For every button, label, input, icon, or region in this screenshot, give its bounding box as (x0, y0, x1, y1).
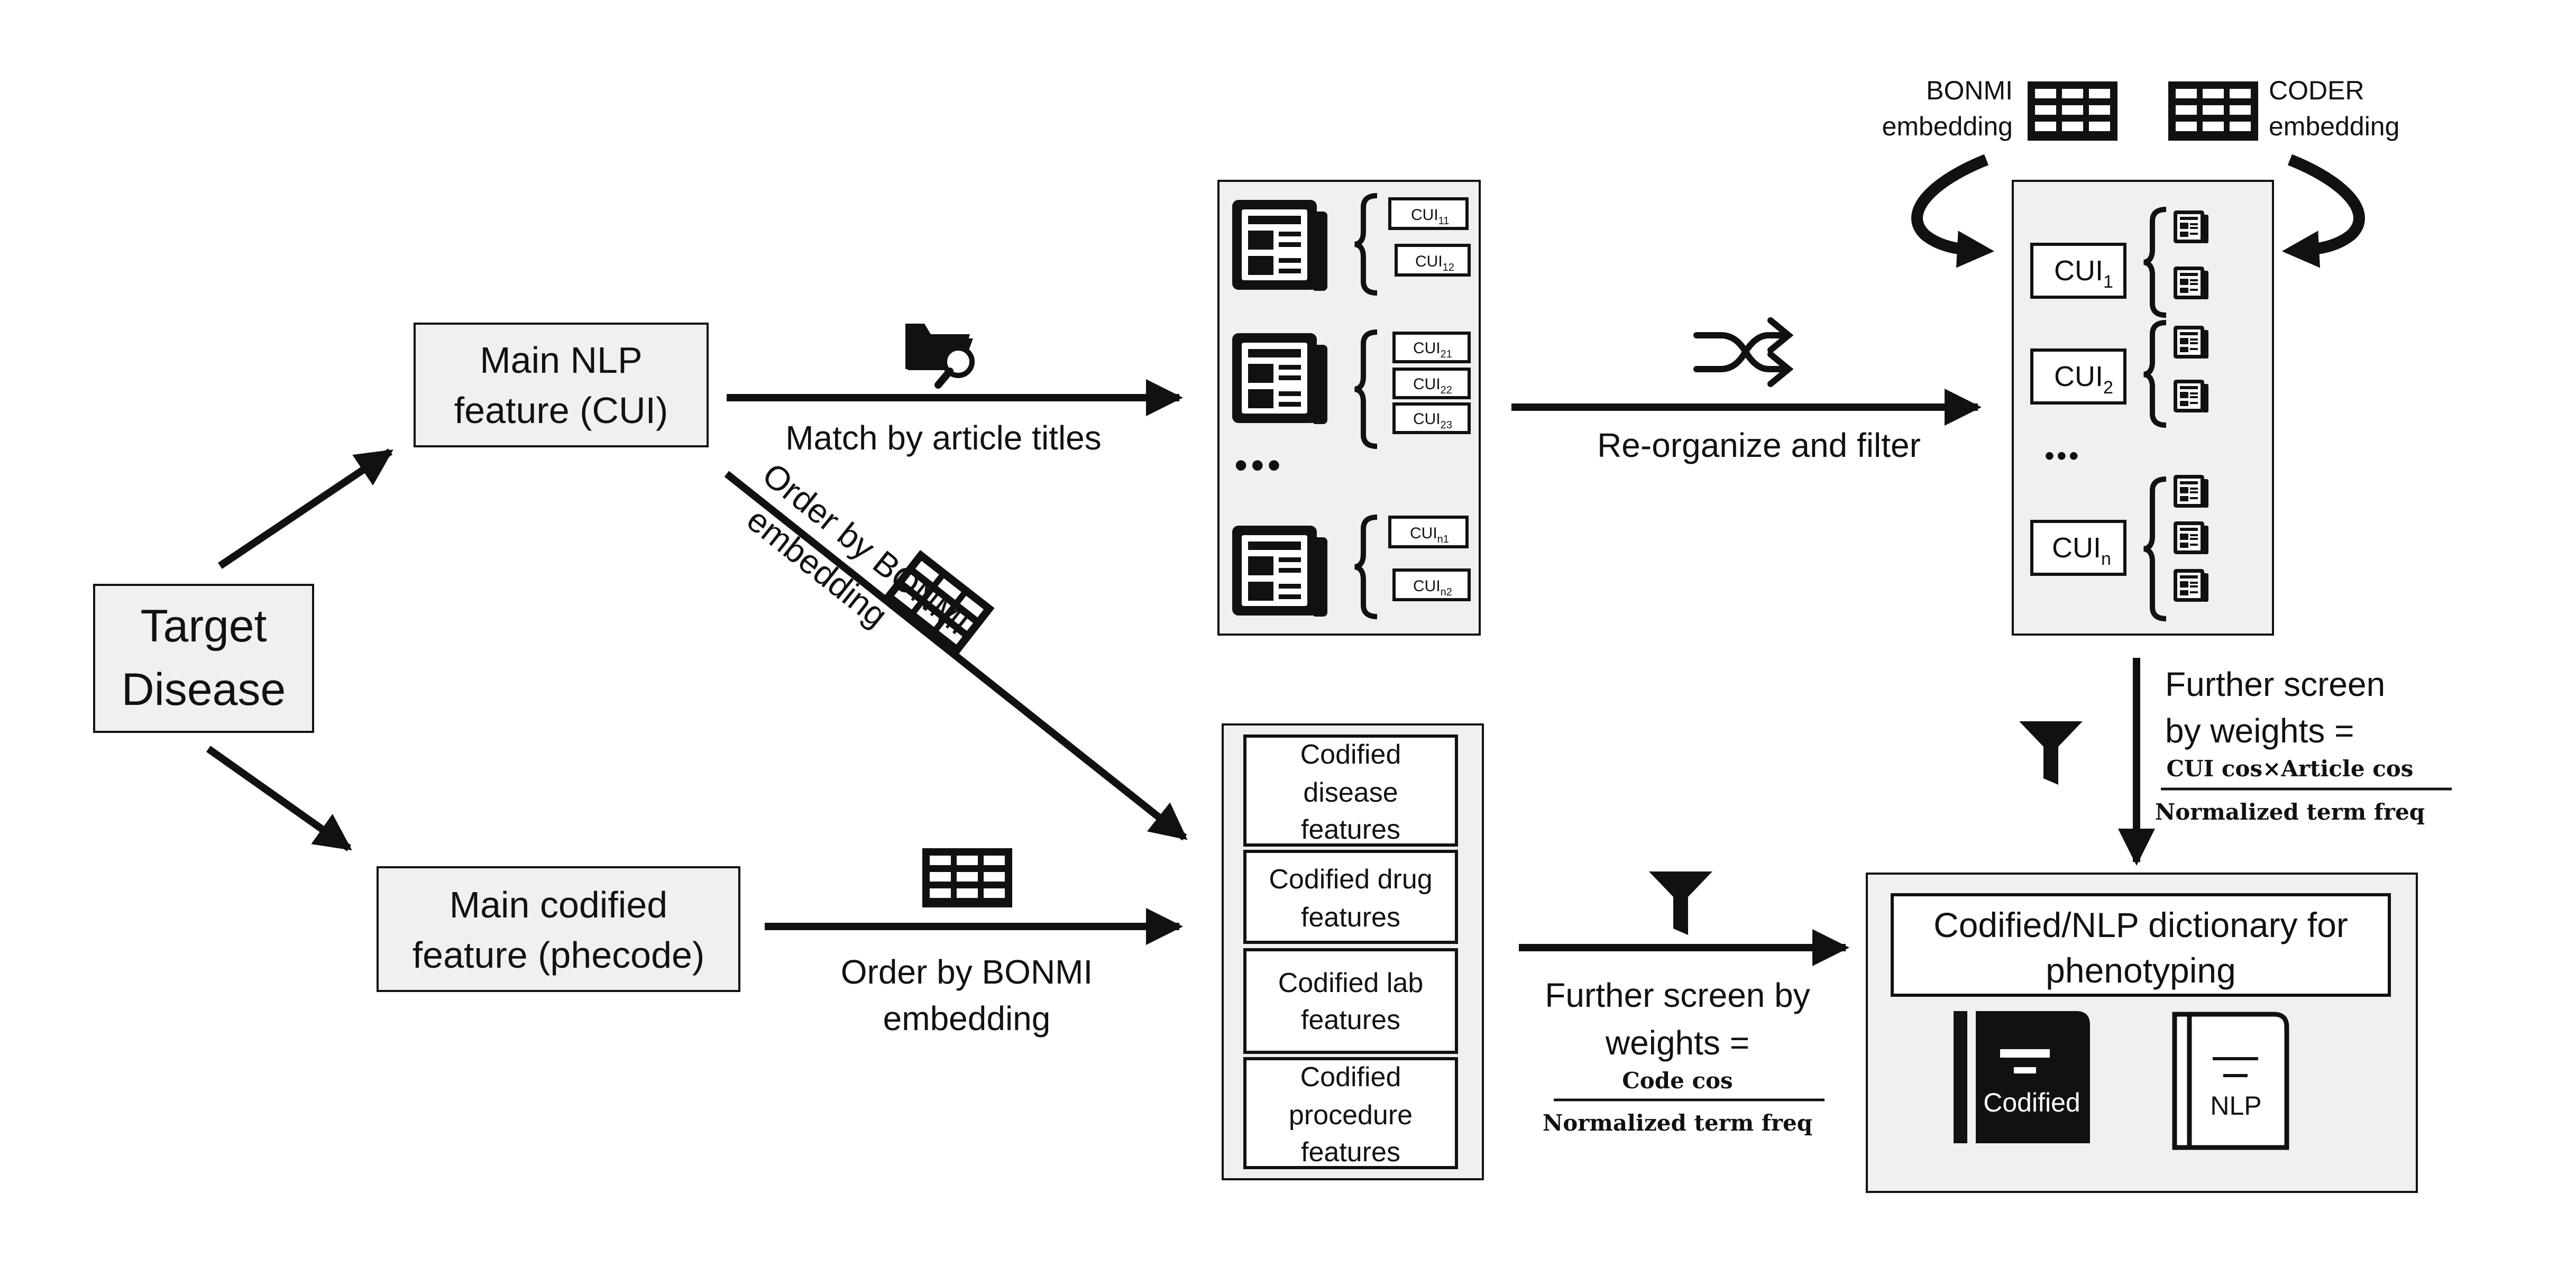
main-codified-line-1: Main codified (450, 884, 667, 925)
codified-disease-box (1243, 735, 1458, 847)
cui-label-box (1392, 568, 1471, 601)
book-nlp-label: NLP (2210, 1091, 2261, 1121)
arrow-target-to-codified (206, 746, 352, 851)
cui-label: CUI11 (1411, 206, 1449, 227)
main-codified-line-2: feature (phecode) (412, 934, 705, 976)
document-icon (2174, 380, 2208, 412)
document-icon (2174, 326, 2208, 359)
codified-lab-box (1243, 948, 1458, 1054)
newspaper-icon (1232, 200, 1327, 291)
dictionary-title-line-1: Codified/NLP dictionary for (1933, 905, 2348, 944)
curved-arrow-coder (2281, 154, 2365, 268)
cui-label: CUIn1 (1410, 525, 1449, 545)
target-disease-line-1: Target (140, 601, 267, 651)
cui-box-n (2030, 520, 2126, 576)
document-icon (2174, 521, 2208, 554)
book-icon (1954, 1011, 2090, 1143)
further-screen-top-line-1: Further screen (2165, 665, 2385, 703)
cui-label-box (1395, 244, 1471, 277)
codified-lab-line-1: Codified lab (1278, 968, 1424, 998)
codified-procedure-line-3: features (1301, 1137, 1400, 1168)
newspaper-icon (1232, 333, 1327, 424)
shuffle-icon (1693, 317, 1794, 387)
further-screen-bottom-denominator: Normalized term freq (1543, 1110, 1812, 1136)
grid-table-icon (2028, 81, 2117, 141)
codified-drug-line-1: Codified drug (1269, 864, 1432, 895)
bracket (2143, 476, 2167, 621)
grid-table-icon (2168, 81, 2258, 141)
cui-label: CUIn2 (1413, 577, 1452, 598)
codified-lab-line-2: features (1301, 1005, 1400, 1035)
cui-label-box (1392, 332, 1471, 363)
cui-2-label: CUI2 (2054, 361, 2113, 398)
order-bonmi-line-2: embedding (883, 999, 1051, 1038)
cui-label: CUI23 (1413, 410, 1452, 431)
codified-drug-box (1243, 850, 1458, 944)
codified-drug-line-2: features (1301, 902, 1400, 933)
codified-disease-line-3: features (1301, 814, 1400, 845)
match-titles-label: Match by article titles (785, 419, 1102, 457)
document-icon (2174, 267, 2208, 299)
coder-embedding-line-1: CODER (2269, 76, 2364, 105)
further-screen-top-numerator: CUI cos×Article cos (2167, 756, 2414, 782)
further-screen-bottom-numerator: Code cos (1622, 1068, 1732, 1094)
bonmi-embedding-line-2: embedding (1882, 112, 2013, 141)
main-nlp-box (414, 323, 709, 447)
main-nlp-line-2: feature (CUI) (454, 390, 668, 431)
further-screen-top-denominator: Normalized term freq (2155, 799, 2425, 825)
codified-procedure-box (1243, 1057, 1458, 1169)
cui-label: CUI22 (1413, 375, 1452, 396)
arrow-target-to-nlp (218, 448, 393, 569)
cui-label-box (1388, 516, 1469, 548)
codified-procedure-line-2: procedure (1289, 1100, 1413, 1131)
cui-label: CUI12 (1415, 253, 1454, 273)
codified-disease-line-2: disease (1303, 777, 1398, 808)
bracket (2143, 320, 2167, 428)
cui-n-label: CUIn (2052, 532, 2111, 569)
newspaper-icon (1232, 526, 1327, 617)
document-icon (2174, 475, 2208, 508)
reorganize-label: Re-organize and filter (1597, 426, 1921, 464)
dictionary-title-box (1891, 893, 2391, 997)
document-icon (2174, 569, 2208, 602)
book-codified-label: Codified (1983, 1088, 2080, 1117)
main-nlp-line-1: Main NLP (480, 339, 642, 381)
cui-ellipsis: ••• (2045, 440, 2081, 472)
bonmi-embedding-line-1: BONMI (1926, 76, 2013, 105)
folder-search-icon (905, 324, 975, 389)
bracket (1354, 193, 1378, 296)
cui-box-2 (2030, 348, 2126, 405)
cui-box-1 (2030, 243, 2126, 299)
filter-funnel-icon (1649, 871, 1712, 935)
further-screen-top-line-2: by weights = (2165, 712, 2354, 750)
bracket (2143, 207, 2167, 318)
codified-disease-line-1: Codified (1300, 739, 1401, 770)
cui-label-box (1392, 402, 1471, 434)
coder-embedding-line-2: embedding (2269, 112, 2399, 141)
order-bonmi-line-1: Order by BONMI (841, 953, 1093, 991)
curved-arrow-bonmi (1911, 154, 1995, 268)
bracket (1354, 329, 1378, 449)
main-codified-box (377, 866, 740, 992)
grid-table-icon (922, 848, 1012, 907)
further-screen-bottom-line-1: Further screen by (1545, 976, 1810, 1014)
further-screen-bottom-line-2: weights = (1605, 1024, 1749, 1062)
book-icon (2172, 1012, 2289, 1150)
articles-ellipsis: ••• (1234, 444, 1284, 487)
cui-label: CUI21 (1413, 339, 1452, 360)
cui-label-box (1388, 197, 1469, 230)
codified-procedure-line-1: Codified (1300, 1062, 1401, 1093)
bracket (1354, 515, 1378, 619)
cui-label-box (1392, 368, 1471, 399)
filter-funnel-icon (2019, 721, 2083, 785)
target-disease-line-2: Disease (122, 664, 286, 715)
target-disease-box (93, 584, 314, 733)
document-icon (2174, 210, 2208, 243)
dictionary-title-line-2: phenotyping (2046, 951, 2236, 990)
cui-1-label: CUI1 (2054, 255, 2113, 292)
